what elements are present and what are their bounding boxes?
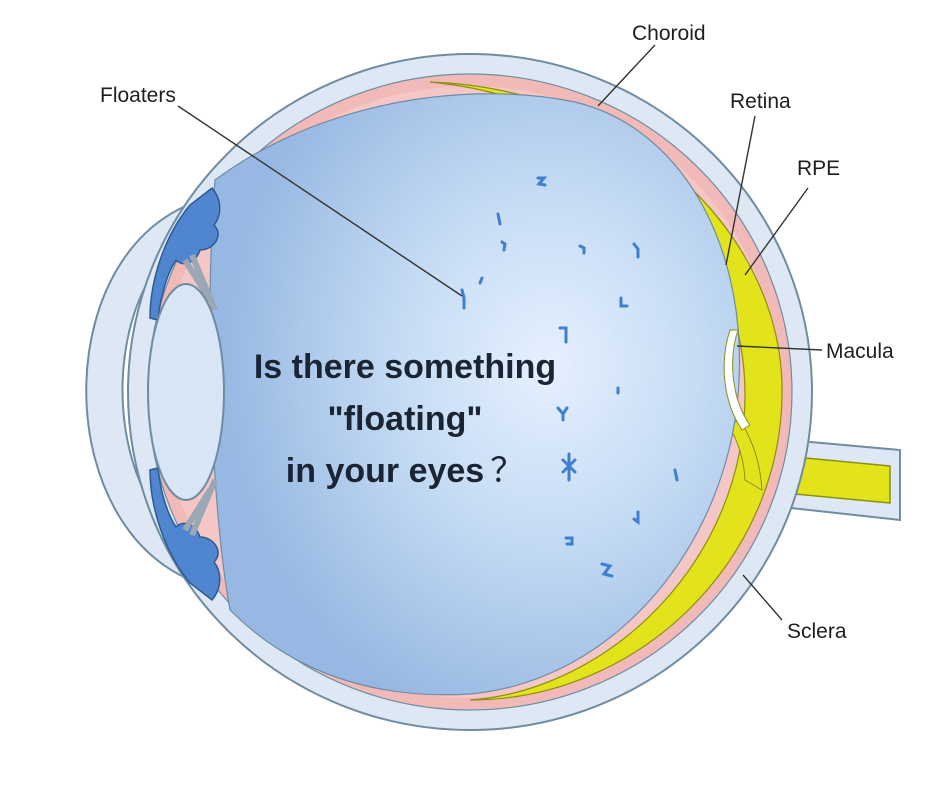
leader-retina: [725, 115, 756, 266]
lens: [147, 283, 225, 501]
label-retina: Retina: [730, 90, 791, 113]
floater: [478, 276, 484, 285]
headline-line-3: in your eyes？: [286, 452, 524, 490]
label-floaters: Floaters: [100, 84, 176, 107]
floater: [460, 288, 466, 310]
floater: [619, 296, 629, 308]
floater: [558, 326, 568, 344]
floater: [496, 212, 502, 226]
macula-pit: [723, 329, 751, 431]
question-mark: ？: [490, 452, 524, 490]
leader-rpe: [744, 187, 809, 276]
floater: [673, 468, 679, 482]
zonules: [182, 253, 218, 537]
floater: [536, 176, 548, 187]
headline-line-2: "floating": [328, 400, 483, 438]
floater: [600, 562, 614, 578]
floater: [500, 240, 507, 252]
headline-line-3-text: in your eyes: [286, 452, 484, 490]
vitreous-body: [209, 93, 741, 696]
floater: [578, 244, 586, 255]
leader-sclera: [742, 574, 783, 621]
leader-choroid: [597, 44, 656, 107]
floater: [561, 452, 577, 482]
iris-lower: [149, 467, 221, 602]
floater: [632, 242, 640, 259]
leader-floaters: [177, 105, 463, 297]
floaters-group: [460, 176, 679, 578]
label-choroid: Choroid: [632, 22, 706, 45]
headline-line-1: Is there something: [254, 348, 556, 386]
label-rpe: RPE: [797, 157, 840, 180]
label-sclera: Sclera: [787, 620, 847, 643]
leader-macula: [736, 345, 823, 351]
optic-disc: [727, 419, 763, 491]
label-macula: Macula: [826, 340, 894, 363]
floater: [564, 536, 574, 546]
iris-upper: [149, 186, 221, 321]
floater: [556, 406, 569, 422]
floater: [632, 510, 640, 525]
